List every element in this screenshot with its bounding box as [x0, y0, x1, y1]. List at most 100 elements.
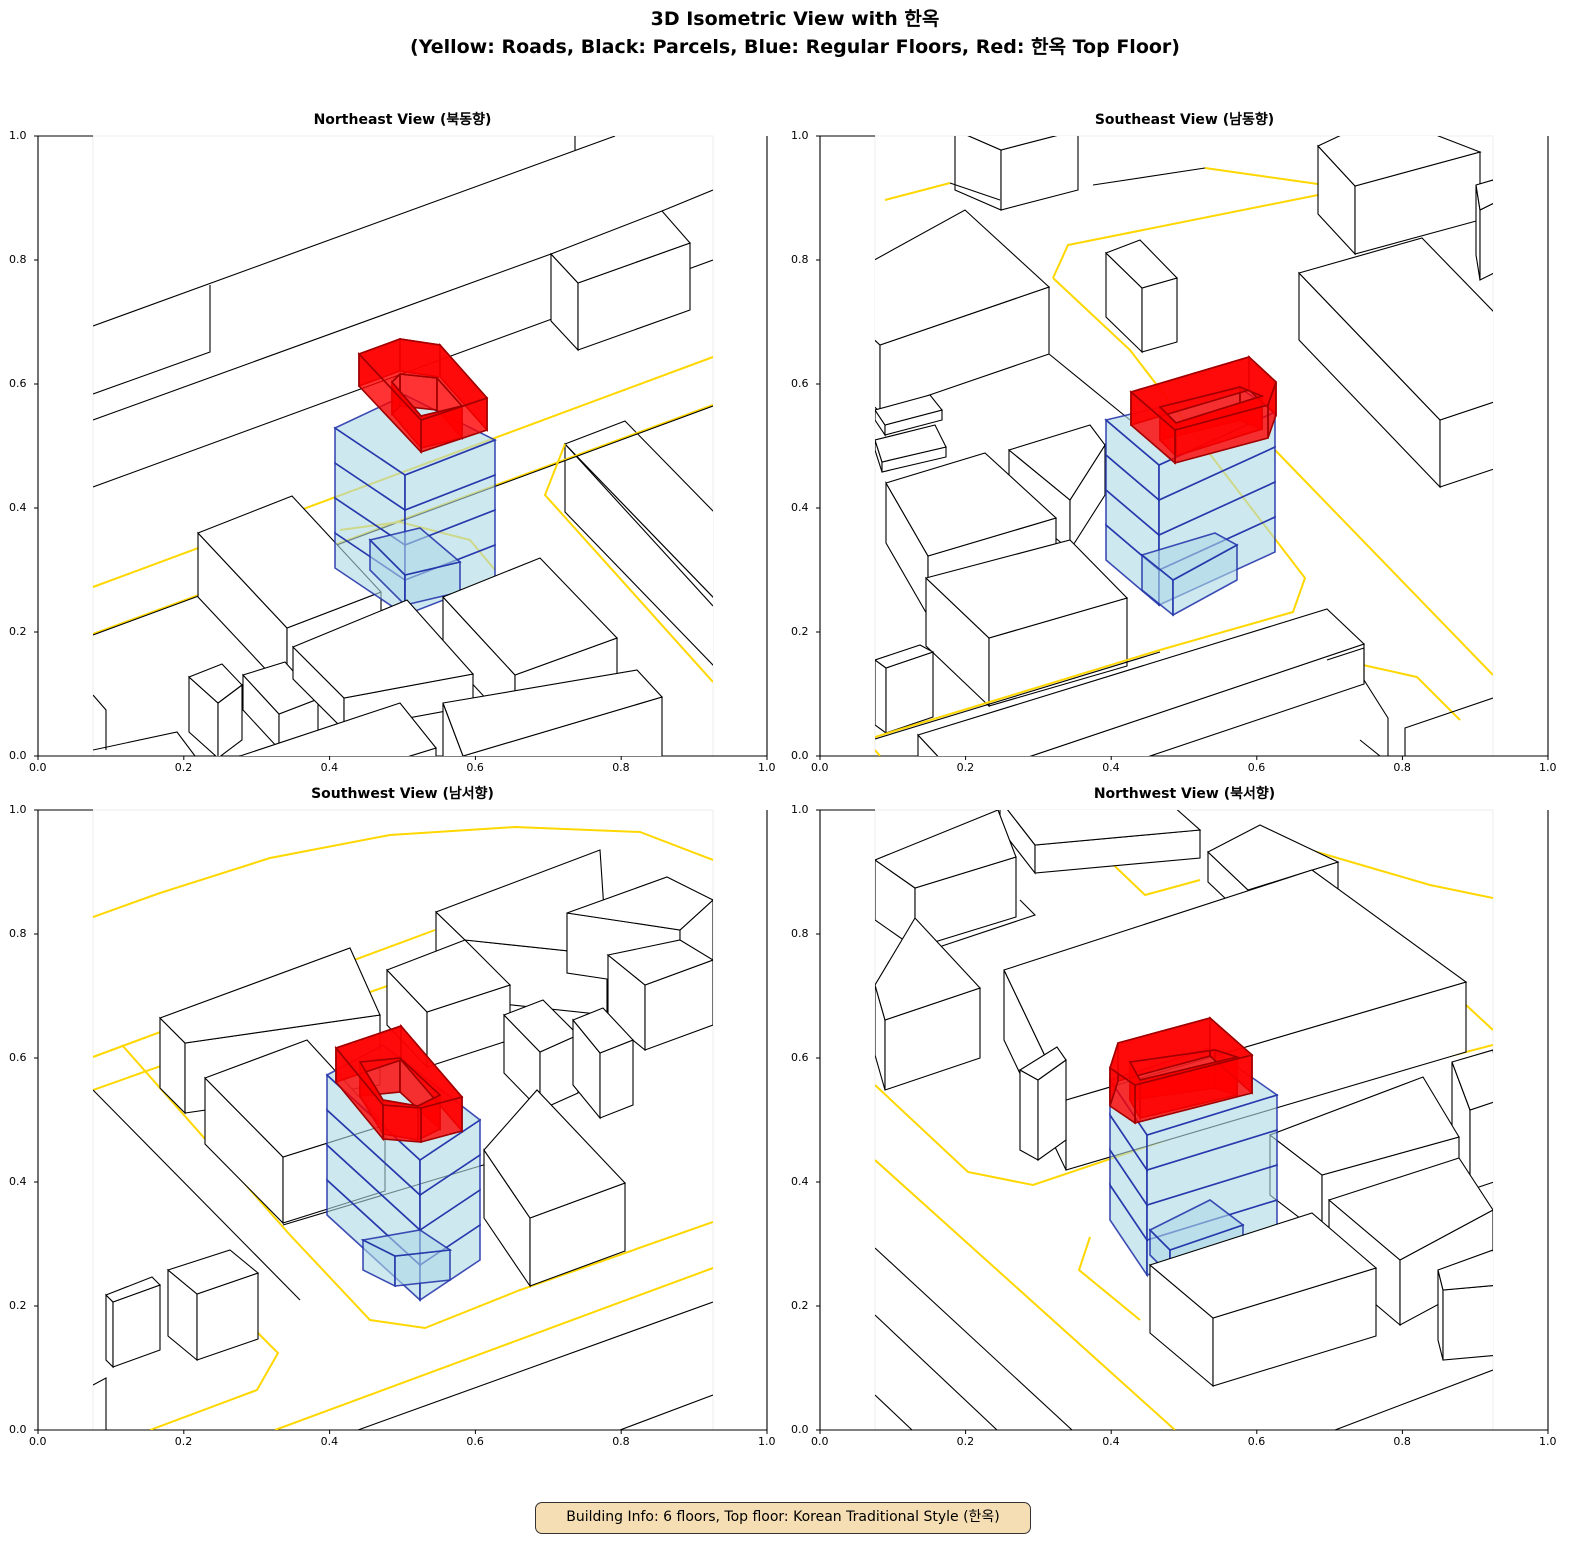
- y-tick-label: 0.8: [9, 927, 27, 940]
- hanok-top-floor: [357, 337, 489, 455]
- y-tick-label: 0.8: [9, 253, 27, 266]
- parcel-line: [93, 1089, 301, 1301]
- road-line: [884, 182, 951, 201]
- parcel-line: [661, 189, 713, 212]
- x-tick-label: 0.6: [466, 761, 484, 774]
- x-tick-label: 0.0: [811, 1435, 829, 1448]
- x-tick-label: 0.8: [612, 1435, 630, 1448]
- building-block: [916, 608, 1366, 756]
- parcel-line: [1404, 697, 1493, 756]
- building-block: [1148, 1212, 1378, 1388]
- building-block: [1475, 179, 1493, 281]
- y-tick-label: 0.4: [9, 1175, 27, 1188]
- regular-floors-tower: [333, 394, 497, 617]
- parcel-line: [875, 1314, 998, 1430]
- parcel-line: [875, 1394, 913, 1430]
- building-block: [999, 810, 1202, 875]
- building-block: [1104, 239, 1179, 354]
- building-block: [550, 210, 691, 352]
- y-tick-label: 0.0: [9, 749, 27, 762]
- road-line: [875, 749, 881, 756]
- y-tick-label: 0.4: [791, 1175, 809, 1188]
- building-block: [187, 663, 243, 756]
- parcel-line: [949, 182, 1001, 201]
- y-tick-label: 0.2: [9, 625, 27, 638]
- building-block: [875, 424, 947, 473]
- x-tick-label: 0.2: [174, 761, 193, 774]
- building-block: [875, 209, 1051, 414]
- building-block: [875, 917, 981, 1091]
- building-block: [875, 394, 943, 437]
- parcel-line: [1359, 739, 1381, 756]
- x-tick-label: 0.4: [1102, 761, 1120, 774]
- x-tick-label: 0.2: [956, 1435, 975, 1448]
- y-tick-label: 0.2: [9, 1299, 27, 1312]
- y-tick-label: 1.0: [9, 803, 27, 816]
- y-tick-label: 0.6: [791, 1051, 809, 1064]
- y-tick-label: 0.8: [791, 927, 809, 940]
- y-tick-label: 1.0: [9, 129, 27, 142]
- building-block: [386, 939, 512, 1069]
- southwest-view-title: Southwest View (남서향): [311, 786, 494, 802]
- road-line: [1274, 449, 1493, 676]
- road-line: [875, 649, 1161, 738]
- building-block: [503, 999, 579, 1112]
- y-tick-label: 0.2: [791, 1299, 809, 1312]
- northwest-view-scene: [875, 810, 1493, 1430]
- building-block: [606, 939, 713, 1052]
- road-line: [1077, 1236, 1141, 1321]
- x-tick-label: 1.0: [1539, 1435, 1557, 1448]
- y-tick-label: 0.6: [9, 377, 27, 390]
- x-tick-label: 0.4: [1102, 1435, 1120, 1448]
- road-line: [1362, 664, 1461, 721]
- x-tick-label: 0.0: [29, 761, 47, 774]
- x-tick-label: 1.0: [758, 761, 776, 774]
- parcel-line: [93, 285, 211, 395]
- figure-title-line1: 3D Isometric View with 한옥: [650, 8, 940, 30]
- southeast-view-title: Southeast View (남동향): [1094, 112, 1275, 128]
- x-tick-label: 0.4: [320, 761, 339, 774]
- x-tick-label: 0.2: [174, 1435, 193, 1448]
- hanok-top-floor: [1109, 1016, 1254, 1125]
- building-block: [924, 539, 1129, 708]
- road-line: [1052, 277, 1307, 651]
- y-tick-label: 0.6: [9, 1051, 27, 1064]
- hanok-top-floor: [1129, 355, 1277, 465]
- x-tick-label: 0.8: [612, 761, 630, 774]
- building-info-box: Building Info: 6 floors, Top floor: Kore…: [535, 1502, 1031, 1534]
- hanok-top-floor: [334, 1023, 464, 1144]
- building-block: [954, 136, 1079, 211]
- road-line: [1204, 167, 1319, 185]
- y-tick-label: 0.0: [791, 1423, 809, 1436]
- road-line: [121, 1044, 713, 1330]
- x-tick-label: 0.2: [956, 761, 975, 774]
- building-block: [483, 1089, 626, 1288]
- x-tick-label: 0.8: [1393, 761, 1411, 774]
- y-tick-label: 0.0: [791, 749, 809, 762]
- y-tick-label: 1.0: [791, 803, 809, 816]
- parcel-line: [93, 136, 616, 327]
- road-line: [274, 1267, 713, 1430]
- parcel-line: [619, 1394, 713, 1430]
- y-tick-label: 0.4: [9, 501, 27, 514]
- x-tick-label: 0.0: [811, 761, 829, 774]
- parcel-line: [1092, 167, 1206, 186]
- building-block: [1317, 136, 1482, 256]
- southwest-view-scene: [93, 825, 713, 1430]
- road-line: [543, 443, 713, 683]
- parcel-line: [1334, 1369, 1493, 1430]
- y-tick-label: 0.0: [9, 1423, 27, 1436]
- y-tick-label: 0.6: [791, 377, 809, 390]
- parcel-line: [929, 899, 1037, 951]
- building-block: [238, 702, 437, 756]
- parcel-line: [564, 443, 713, 607]
- building-block: [1018, 1046, 1067, 1162]
- building-block: [572, 1007, 634, 1120]
- northeast-view-scene: [93, 136, 713, 756]
- parcel-line: [93, 694, 107, 750]
- building-block: [166, 1249, 260, 1362]
- parcel-line: [357, 1301, 713, 1430]
- parcel-line: [1326, 647, 1389, 756]
- building-block: [875, 644, 935, 735]
